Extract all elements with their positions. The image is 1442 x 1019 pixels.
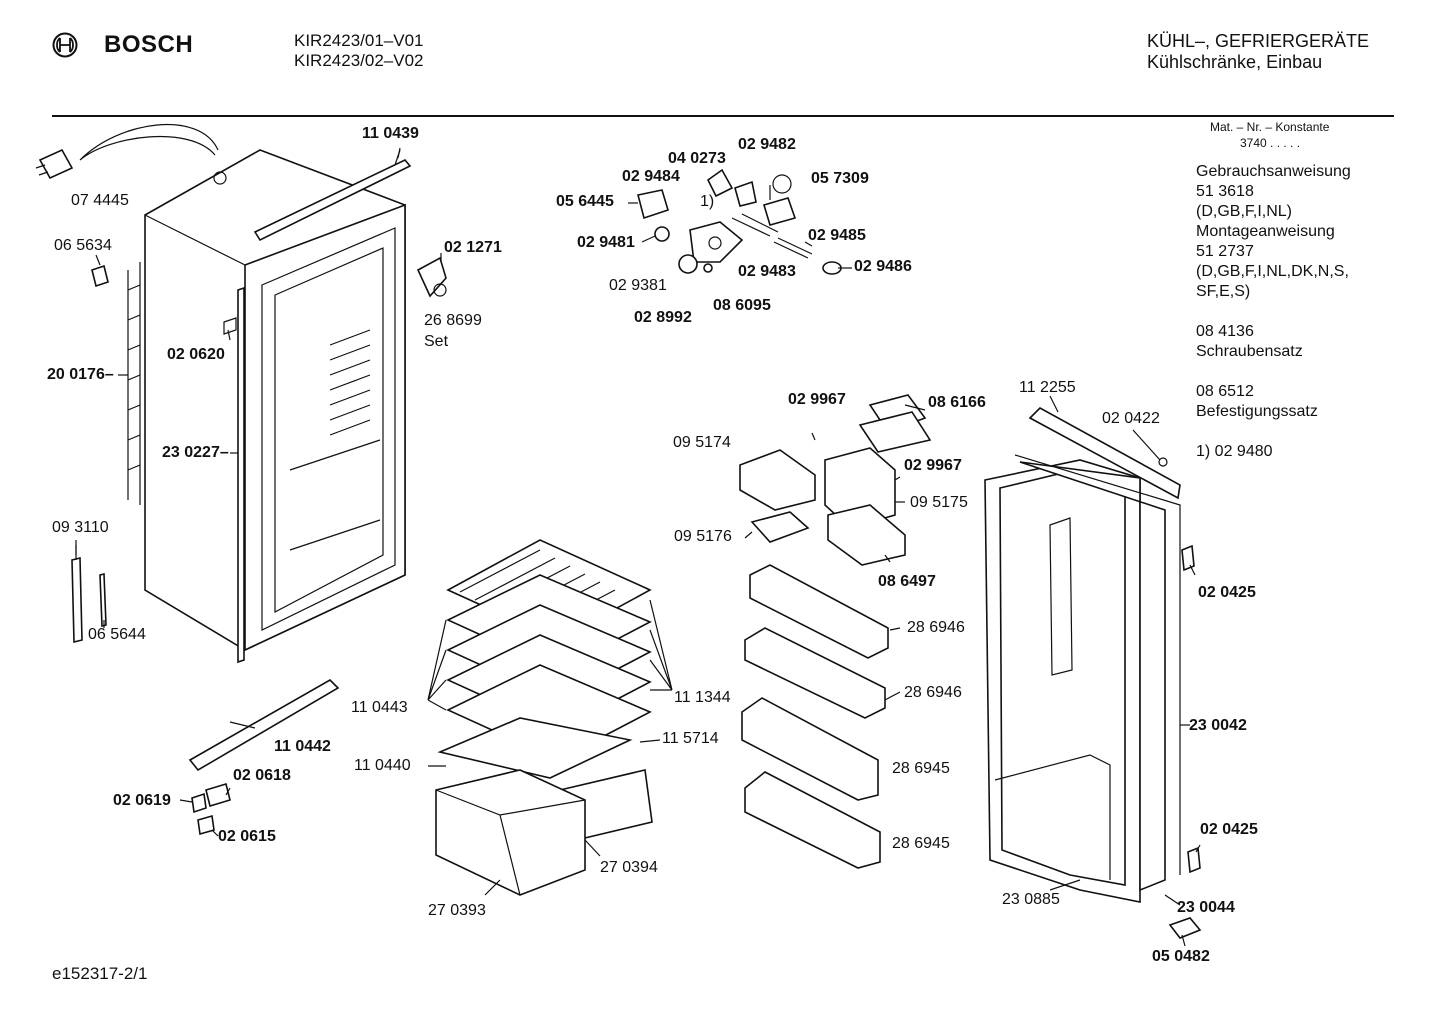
- hinge-set-icon: [416, 256, 447, 298]
- condenser-coil-icon: [127, 262, 141, 505]
- part-label: 08 6166: [928, 394, 986, 411]
- part-label: 02 9481: [577, 234, 635, 251]
- part-label: 28 6945: [892, 835, 950, 852]
- part-label: 28 6946: [907, 619, 965, 636]
- mat-nr-value: 3740 . . . . .: [1240, 136, 1301, 150]
- part-label: 11 0439: [362, 125, 419, 142]
- part-label: 27 0394: [600, 859, 658, 876]
- part-label: 02 9485: [808, 227, 866, 244]
- sidebar-line: SF,E,S): [1196, 283, 1251, 300]
- brand-name: BOSCH: [104, 31, 194, 58]
- part-label: 02 0425: [1198, 584, 1256, 601]
- part-label: 02 0615: [218, 828, 276, 845]
- part-label: 02 9483: [738, 263, 796, 280]
- clip-06-5634-icon: [91, 264, 109, 288]
- sidebar-line: (D,GB,F,I,NL,DK,N,S,: [1196, 263, 1349, 280]
- sidebar-line: 51 2737: [1196, 243, 1254, 260]
- part-label: 11 5714: [662, 730, 719, 747]
- leader-lines: [75, 147, 1201, 947]
- part-label: 09 3110: [52, 519, 109, 536]
- thermostat-assembly-icon: [637, 168, 842, 275]
- sidebar-line: 08 4136: [1196, 323, 1254, 340]
- crisper-drawers-icon: [435, 769, 653, 896]
- part-label: 27 0393: [428, 902, 486, 919]
- part-label: 08 6497: [878, 573, 936, 590]
- part-label: 11 0440: [354, 757, 411, 774]
- part-label: 05 6445: [556, 193, 614, 210]
- part-label: 06 5644: [88, 626, 146, 643]
- part-label: 23 0042: [1189, 717, 1247, 734]
- part-label: 02 0425: [1200, 821, 1258, 838]
- butter-compartment-icon: [739, 394, 932, 566]
- category-line-2: Kühlschränke, Einbau: [1147, 52, 1323, 72]
- part-label: 07 4445: [71, 192, 129, 209]
- cabinet-body-icon: [144, 149, 406, 652]
- door-bins-icon: [741, 564, 889, 869]
- sidebar-line: Befestigungssatz: [1196, 403, 1318, 420]
- model-1: KIR2423/01–V01: [294, 31, 424, 50]
- part-label: Set: [424, 333, 449, 350]
- model-2: KIR2423/02–V02: [294, 51, 424, 70]
- part-label: 02 0618: [233, 767, 291, 784]
- part-label: 02 0619: [113, 792, 171, 809]
- part-label: 04 0273: [668, 150, 726, 167]
- part-label: 02 9967: [788, 391, 846, 408]
- hinge-parts-icon: [191, 782, 231, 836]
- part-label: 1): [700, 193, 715, 210]
- part-label: 11 0442: [274, 738, 331, 755]
- part-label: 11 1344: [674, 689, 731, 706]
- part-label: 26 8699: [424, 312, 482, 329]
- part-label: 02 1271: [444, 239, 502, 256]
- part-label: 02 9482: [738, 136, 796, 153]
- part-label: 09 5176: [674, 528, 732, 545]
- sidebar-line: Montageanweisung: [1196, 223, 1335, 240]
- part-label: 11 2255: [1019, 379, 1076, 396]
- footer-code: e152317-2/1: [52, 964, 148, 983]
- sidebar-line: 1) 02 9480: [1196, 443, 1273, 460]
- sidebar-line: 51 3618: [1196, 183, 1254, 200]
- category-line-1: KÜHL–, GEFRIERGERÄTE: [1147, 31, 1370, 51]
- part-label: 08 6095: [713, 297, 771, 314]
- part-label: 09 5174: [673, 434, 731, 451]
- part-label: 02 9967: [904, 457, 962, 474]
- part-label: 06 5634: [54, 237, 112, 254]
- part-label: 09 5175: [910, 494, 968, 511]
- sensor-09-3110-icon: [71, 545, 83, 644]
- part-label: 02 9484: [622, 168, 680, 185]
- sidebar-line: 08 6512: [1196, 383, 1254, 400]
- side-trim-strip-icon: [237, 286, 245, 664]
- sidebar-line: Gebrauchsanweisung: [1196, 163, 1351, 180]
- part-label: 20 0176–: [47, 366, 114, 383]
- part-label: 28 6945: [892, 760, 950, 777]
- part-label: 02 9486: [854, 258, 912, 275]
- sidebar-info: Gebrauchsanweisung 51 3618 (D,GB,F,I,NL)…: [1196, 162, 1396, 462]
- part-label: 28 6946: [904, 684, 962, 701]
- part-label: 23 0044: [1177, 899, 1235, 916]
- part-label: 11 0443: [351, 699, 408, 716]
- power-cord-icon: [35, 123, 219, 180]
- part-label: 02 9381: [609, 277, 667, 294]
- part-label: 02 8992: [634, 309, 692, 326]
- shelf-rail-icon: [188, 679, 340, 772]
- mat-nr-label: Mat. – Nr. – Konstante: [1210, 120, 1330, 134]
- top-rail-icon: [253, 159, 412, 242]
- part-label: 05 0482: [1152, 948, 1210, 965]
- part-label: 02 0620: [167, 346, 225, 363]
- glass-shelves-icon: [437, 539, 652, 779]
- part-label: 05 7309: [811, 170, 869, 187]
- sensor-06-5644-icon: [99, 572, 107, 628]
- part-label: 02 0422: [1102, 410, 1160, 427]
- refrigerator-door-icon: [984, 407, 1202, 939]
- bosch-logo-icon: [52, 32, 78, 62]
- sidebar-line: (D,GB,F,I,NL): [1196, 203, 1293, 220]
- part-label: 23 0885: [1002, 891, 1060, 908]
- part-label: 23 0227–: [162, 444, 229, 461]
- sidebar-line: Schraubensatz: [1196, 343, 1303, 360]
- header-divider: [52, 115, 1394, 117]
